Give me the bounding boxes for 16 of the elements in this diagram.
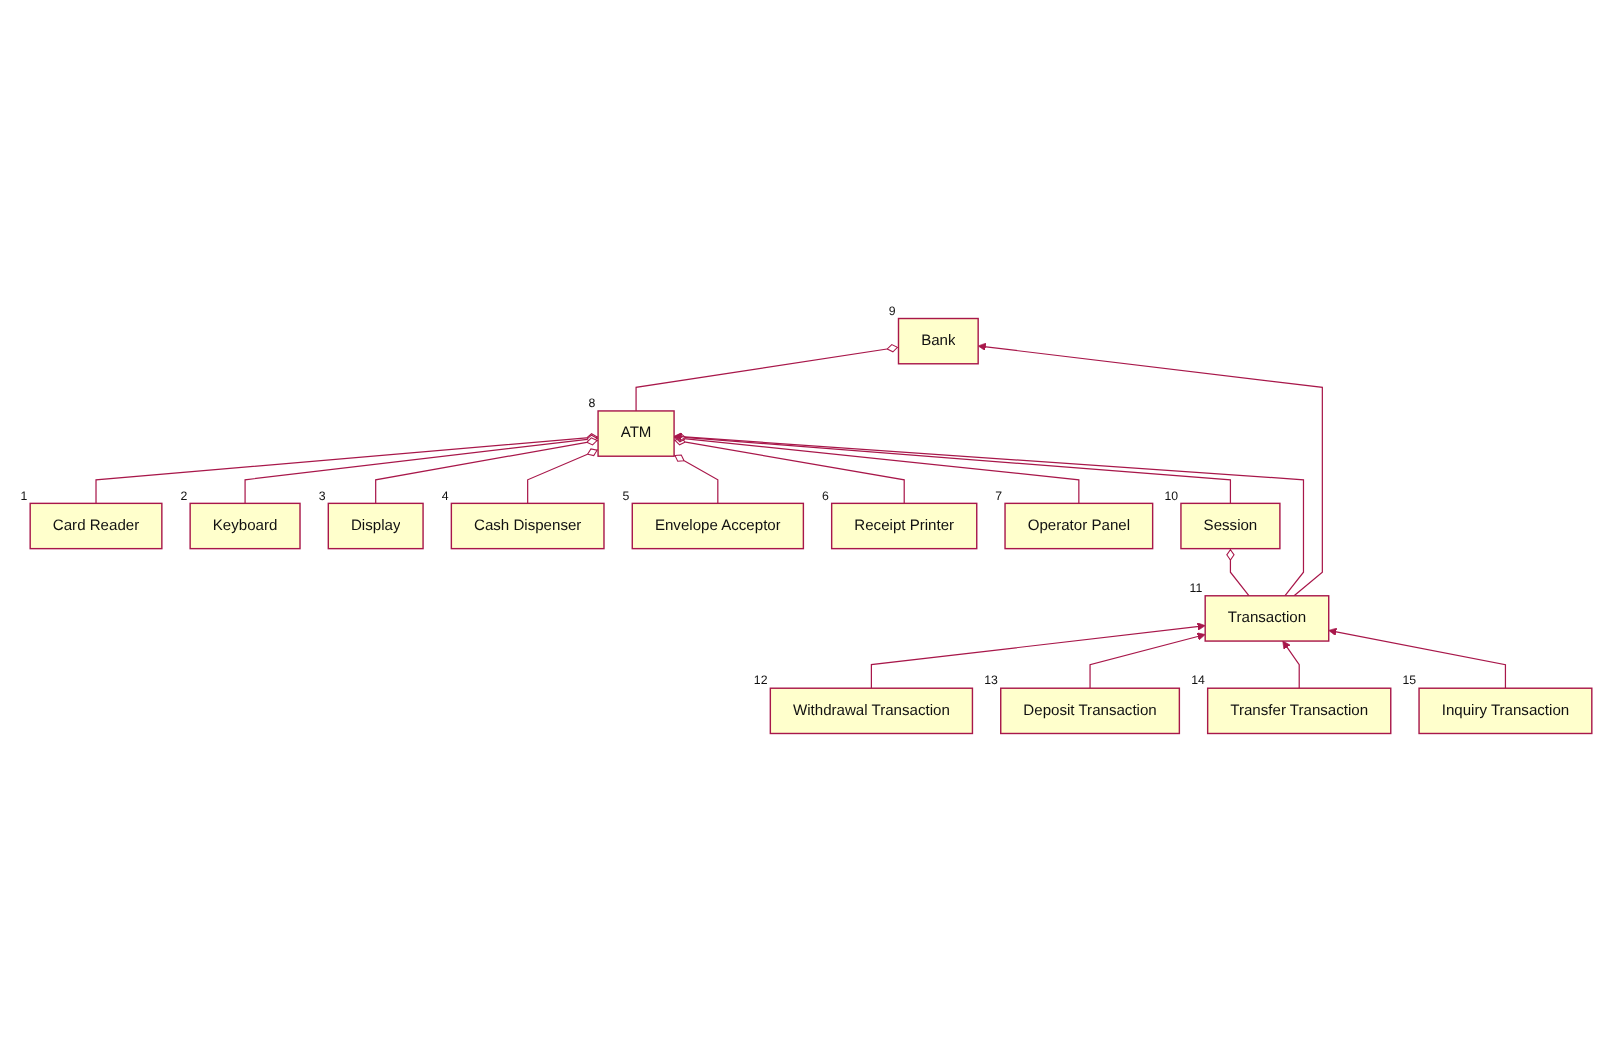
connector bbox=[673, 454, 719, 504]
connector bbox=[635, 344, 900, 412]
connector bbox=[673, 434, 1080, 504]
connector bbox=[527, 448, 599, 504]
connector bbox=[673, 432, 1232, 504]
arrow bbox=[1282, 640, 1300, 689]
arrow bbox=[1089, 632, 1206, 689]
connector bbox=[95, 433, 599, 504]
connector bbox=[244, 434, 599, 504]
connector bbox=[1226, 548, 1250, 597]
connector bbox=[375, 437, 599, 504]
arrow bbox=[673, 432, 1305, 597]
arrow bbox=[870, 622, 1206, 689]
arrow bbox=[1328, 627, 1507, 689]
arrow bbox=[977, 342, 1323, 597]
connector bbox=[673, 437, 905, 504]
